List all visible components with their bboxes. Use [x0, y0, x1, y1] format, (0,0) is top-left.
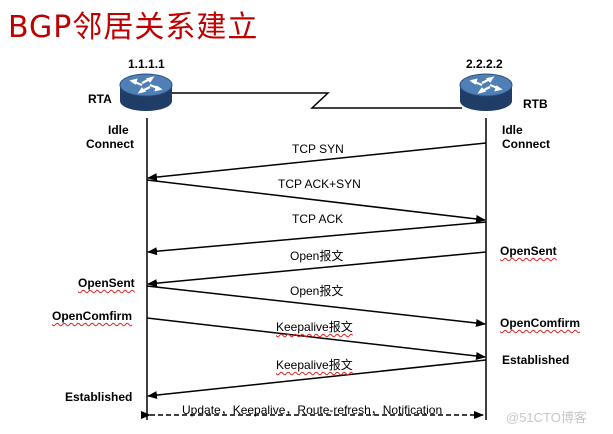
watermark: @51CTO博客 — [506, 410, 587, 425]
arrow-tcp-syn — [147, 142, 487, 182]
arrow-keepalive-rtb-rta — [147, 359, 487, 400]
rta-opensent-state: OpenSent — [78, 276, 135, 290]
rtb-connect-state: Connect — [502, 137, 550, 151]
msg-keepalive-1-label: Keepalive报文 — [276, 320, 353, 334]
rtb-opensent-state: OpenSent — [500, 244, 557, 258]
rtb-ip-label: 2.2.2.2 — [466, 57, 503, 71]
arrow-keepalive-rta-rtb — [146, 317, 486, 360]
rta-ip-label: 1.1.1.1 — [128, 57, 165, 71]
diagram-title: BGP邻居关系建立 — [8, 10, 259, 45]
rta-opencomfirm-state: OpenComfirm — [52, 309, 133, 323]
arrow-tcp-ack — [147, 221, 487, 256]
router-link — [172, 92, 462, 109]
rtb-established-state: Established — [502, 353, 570, 367]
msg-open-2-label: Open报文 — [290, 284, 344, 298]
arrow-open-rtb-rta — [147, 251, 487, 288]
rta-connect-state: Connect — [86, 137, 134, 151]
rtb-name-label: RTB — [523, 97, 548, 111]
msg-open-1-label: Open报文 — [290, 249, 344, 263]
rta-router-icon — [119, 73, 173, 111]
rta-established-state: Established — [65, 390, 133, 404]
arrow-tcp-ack-syn — [146, 179, 486, 223]
rtb-idle-state: Idle — [502, 123, 523, 137]
arrow-open-rta-rtb — [146, 285, 486, 327]
rta-idle-state: Idle — [108, 123, 129, 137]
msg-keepalive-2-label: Keepalive报文 — [276, 358, 353, 372]
rta-name-label: RTA — [88, 92, 112, 106]
rtb-router-icon — [459, 73, 513, 111]
msg-tcp-ack-syn-label: TCP ACK+SYN — [278, 177, 361, 191]
update-exchange-label: Update，Keepalive，Route-refresh，Notificat… — [182, 403, 443, 417]
msg-tcp-syn-label: TCP SYN — [292, 142, 344, 156]
rtb-opencomfirm-state: OpenComfirm — [500, 316, 581, 330]
msg-tcp-ack-label: TCP ACK — [292, 212, 344, 226]
